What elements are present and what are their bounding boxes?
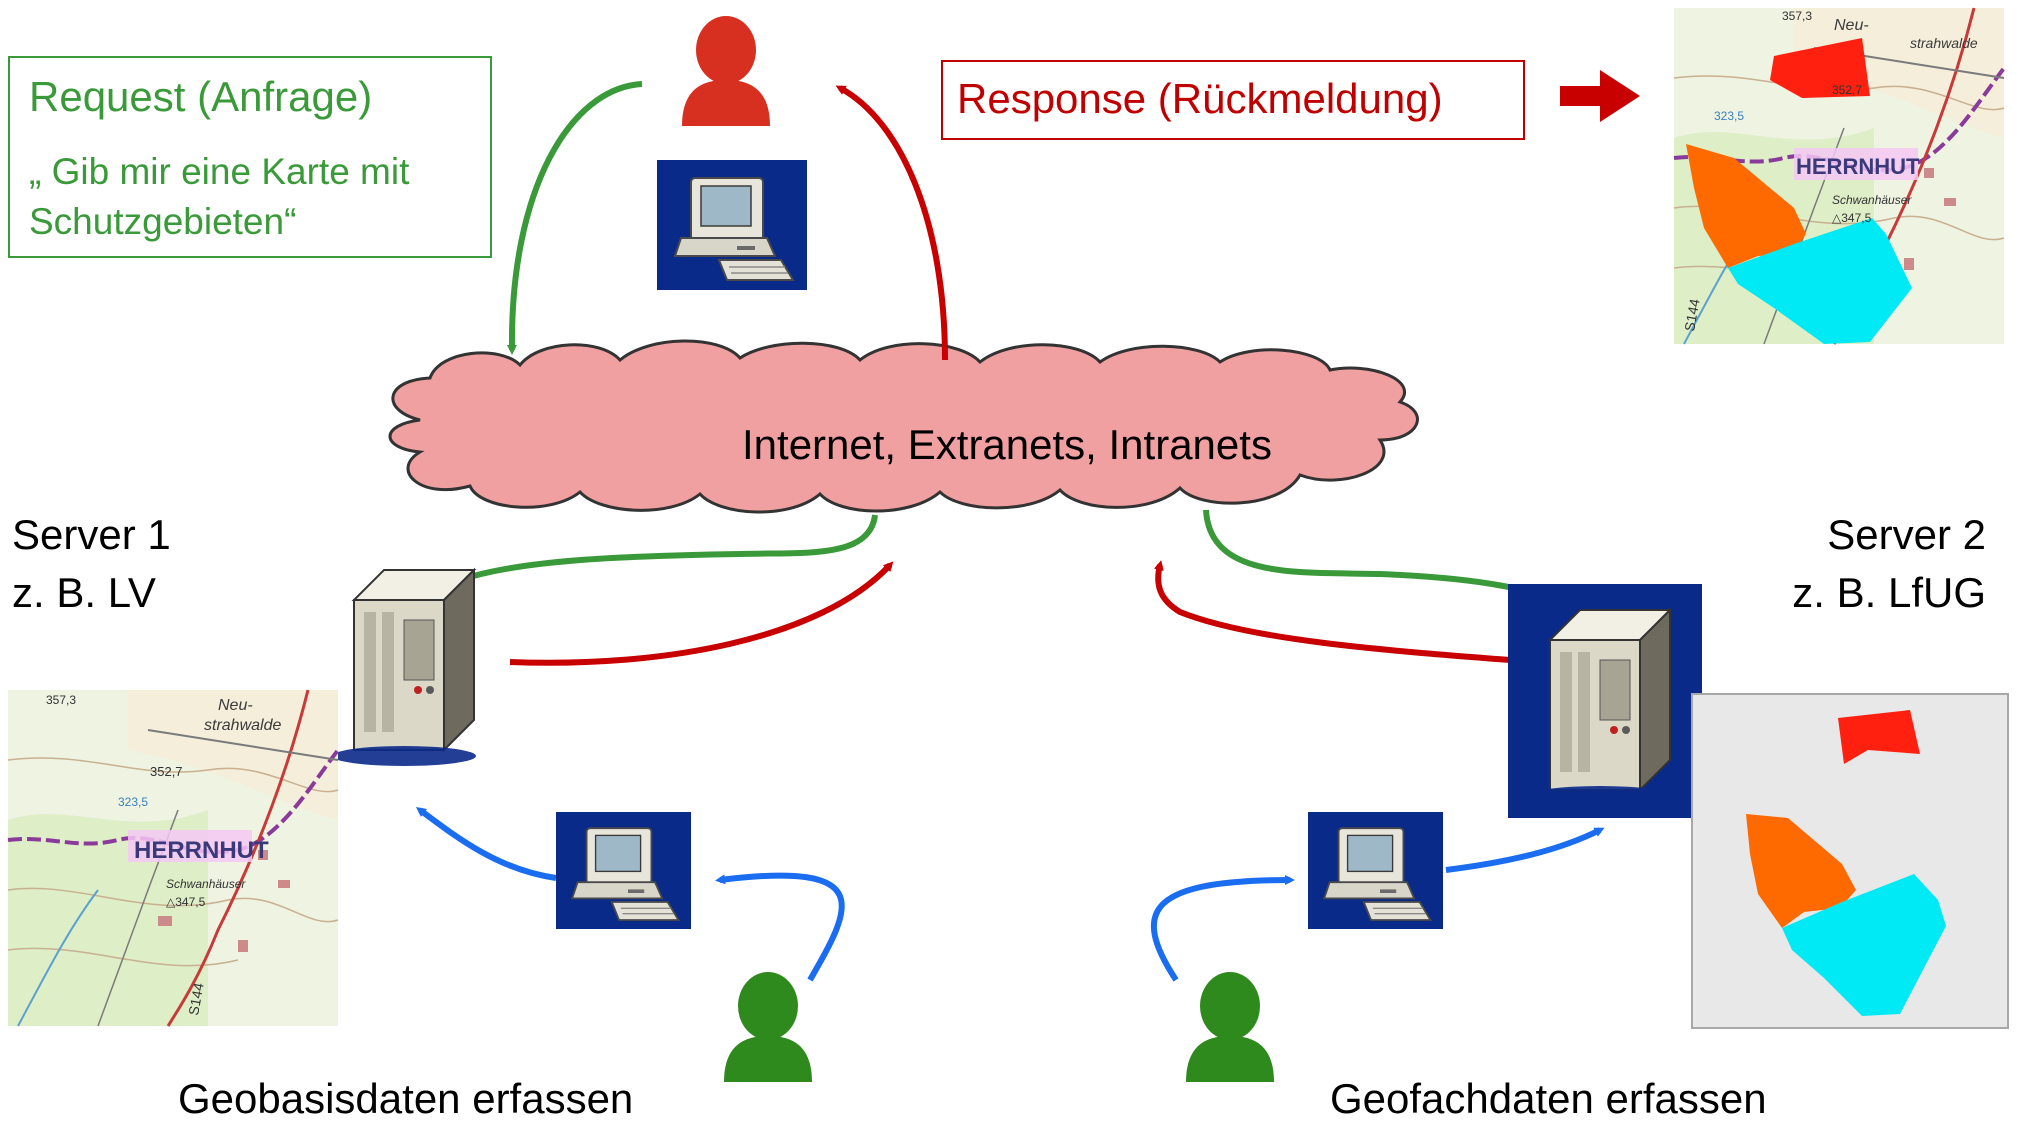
editor-user-left-icon (724, 972, 812, 1082)
map-place-top: Neu- (1834, 17, 1869, 34)
map-height3: 323,5 (1714, 109, 1744, 123)
network-label: Internet, Extranets, Intranets (742, 421, 1272, 468)
thematic-area-red (1838, 710, 1920, 764)
response-box (941, 60, 1525, 140)
request-text-line2: Schutzgebieten“ (29, 201, 297, 242)
server1-icon (331, 569, 477, 767)
map-town-label: HERRNHUT (1796, 154, 1920, 179)
edit-arrow-computer-to-server2 (1445, 827, 1605, 873)
edit-arrow-user-to-computer-right (1150, 875, 1295, 982)
base-map-height1: 352,7 (150, 764, 183, 779)
edit-arrow-computer-to-server1 (415, 807, 557, 881)
map-road: S144 (1681, 297, 1702, 332)
response-map: HERRNHUT Neu- strahwalde 352,7 Schwanhäu… (1672, 6, 2006, 346)
map-corner: 357,3 (1782, 9, 1812, 23)
base-map-height2: △347,5 (166, 895, 206, 909)
caption-geobasisdaten: Geobasisdaten erfassen (178, 1075, 634, 1122)
caption-geofachdaten: Geofachdaten erfassen (1330, 1075, 1767, 1122)
request-arrow-cloud-to-server1 (455, 514, 878, 584)
response-title: Response (Rückmeldung) (957, 75, 1443, 122)
map-height2: △347,5 (1832, 211, 1872, 225)
base-map-place-bottom: strahwalde (204, 717, 281, 734)
base-map-height3: 323,5 (118, 795, 148, 809)
response-arrow-server2-to-cloud (1153, 560, 1511, 663)
base-map-corner: 357,3 (46, 693, 76, 707)
response-arrow-server1-to-cloud (509, 561, 894, 666)
editor-computer-left-icon (555, 811, 692, 930)
editor-computer-right-icon (1307, 811, 1444, 930)
server2-example: z. B. LfUG (1792, 569, 1986, 616)
request-text-line1: „ Gib mir eine Karte mit (29, 151, 410, 192)
thematic-area-orange (1746, 814, 1856, 928)
base-map-place-top: Neu- (218, 697, 253, 714)
base-map-road: S144 (185, 981, 206, 1016)
server1-name: Server 1 (12, 511, 171, 558)
base-map: HERRNHUT Neu- strahwalde 352,7 Schwanhäu… (6, 688, 340, 1028)
server2-name: Server 2 (1827, 511, 1986, 558)
thematic-area-cyan (1782, 874, 1946, 1016)
server1-example: z. B. LV (12, 569, 156, 616)
editor-user-right-icon (1186, 972, 1274, 1082)
request-box (8, 56, 492, 258)
thematic-layer (1691, 693, 2009, 1029)
protect-area-red (1770, 38, 1870, 98)
base-map-town-label: HERRNHUT (134, 837, 269, 864)
protect-area-orange (1686, 144, 1806, 268)
server2-icon (1527, 609, 1673, 807)
base-map-hamlet: Schwanhäuser (166, 877, 246, 891)
edit-arrow-user-to-computer-left (715, 872, 845, 982)
request-title: Request (Anfrage) (29, 73, 373, 120)
map-place-bottom: strahwalde (1910, 35, 1978, 51)
map-hamlet: Schwanhäuser (1832, 193, 1912, 207)
client-user-icon (682, 16, 770, 126)
map-height1: 352,7 (1832, 83, 1862, 97)
network-cloud (388, 339, 1419, 514)
request-arrow-user-to-cloud (506, 81, 643, 355)
response-arrow-cloud-to-user (835, 85, 948, 361)
client-computer-icon (656, 159, 808, 291)
protect-area-cyan (1728, 218, 1912, 344)
response-block-arrow (1560, 70, 1640, 122)
